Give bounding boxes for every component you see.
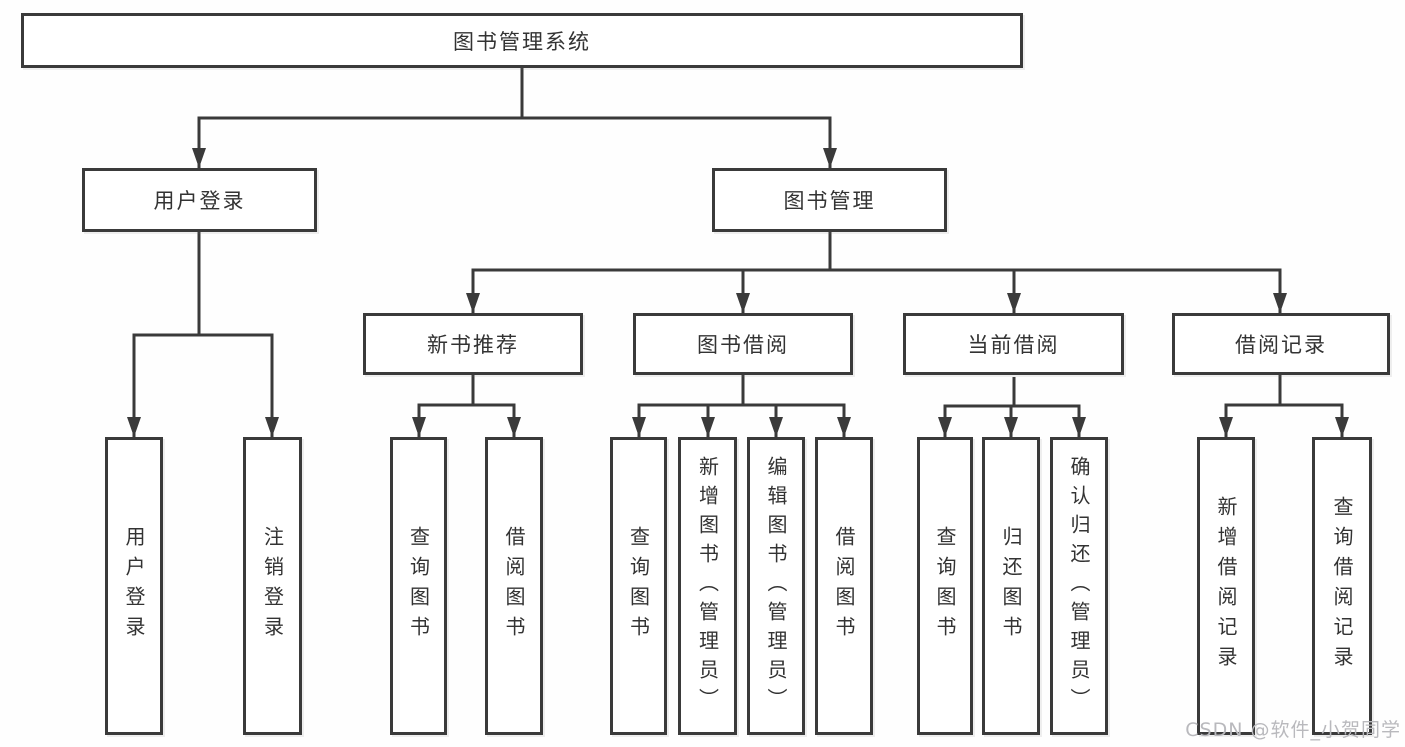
leaf-logout: 注销登录 bbox=[243, 437, 302, 735]
node-borrow-record: 借阅记录 bbox=[1172, 313, 1390, 375]
leaf-user-login: 用户登录 bbox=[105, 437, 163, 735]
leaf-borrow-add-books-admin: 新增图书（管理员） bbox=[678, 437, 737, 735]
node-new-book-rec: 新书推荐 bbox=[363, 313, 583, 375]
leaf-record-query-record: 查询借阅记录 bbox=[1312, 437, 1372, 735]
node-current-borrow: 当前借阅 bbox=[903, 313, 1124, 375]
leaf-current-confirm-return-admin: 确认归还（管理员） bbox=[1050, 437, 1108, 735]
leaf-borrow-borrow-books: 借阅图书 bbox=[815, 437, 873, 735]
leaf-newbook-borrow-books: 借阅图书 bbox=[485, 437, 543, 735]
leaf-borrow-query-books: 查询图书 bbox=[610, 437, 667, 735]
leaf-newbook-query-books: 查询图书 bbox=[390, 437, 447, 735]
node-root: 图书管理系统 bbox=[21, 13, 1023, 68]
leaf-record-add-record: 新增借阅记录 bbox=[1197, 437, 1255, 735]
leaf-borrow-edit-books-admin: 编辑图书（管理员） bbox=[747, 437, 805, 735]
csdn-watermark: CSDN @软件_小贺同学 bbox=[1185, 719, 1401, 741]
leaf-current-query-books: 查询图书 bbox=[917, 437, 973, 735]
leaf-current-return-books: 归还图书 bbox=[982, 437, 1040, 735]
node-book-borrow: 图书借阅 bbox=[633, 313, 853, 375]
node-book-mgmt: 图书管理 bbox=[712, 168, 947, 232]
node-user-login: 用户登录 bbox=[82, 168, 317, 232]
